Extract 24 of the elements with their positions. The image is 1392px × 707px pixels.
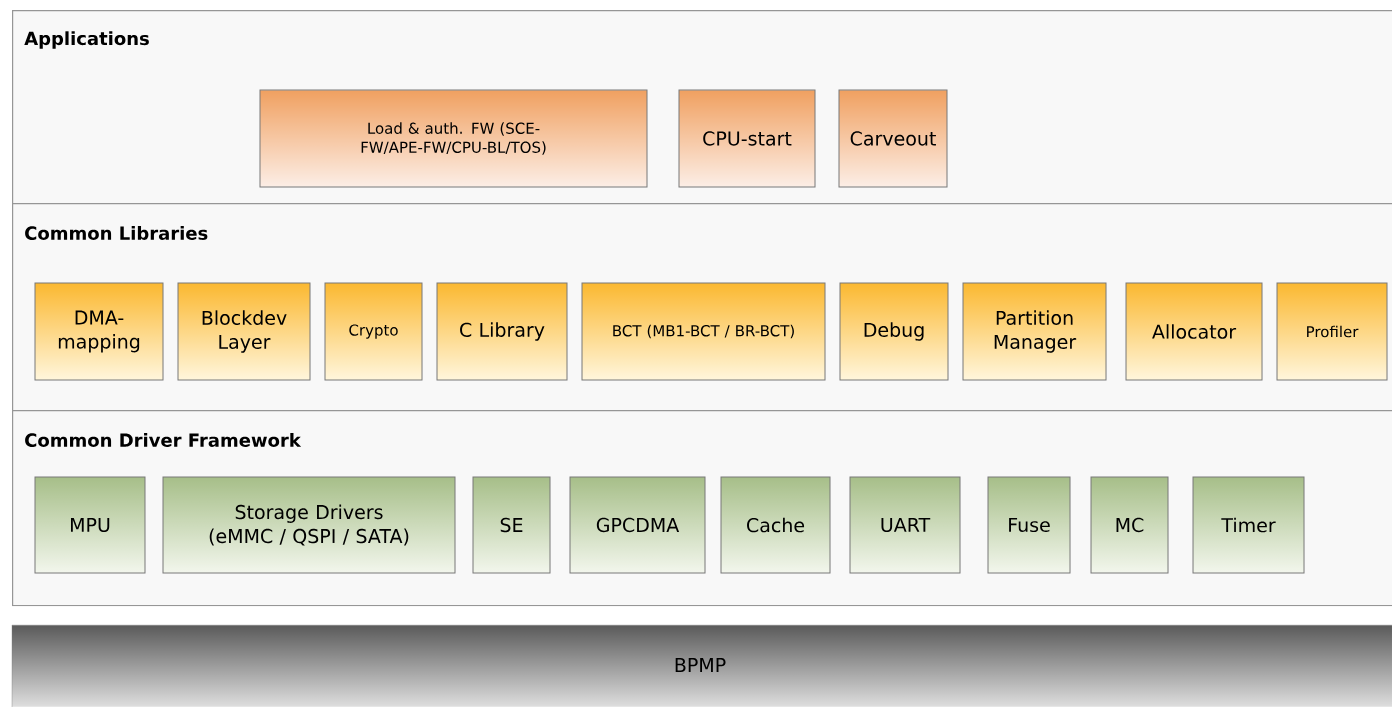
module-box: UART <box>849 476 961 574</box>
module-box: Load & auth. FW (SCE-FW/APE-FW/CPU-BL/TOS) <box>259 89 648 188</box>
module-box: Crypto <box>324 282 423 381</box>
module-box: MPU <box>34 476 146 574</box>
module-box: Cache <box>720 476 831 574</box>
module-box: Fuse <box>987 476 1071 574</box>
module-box: Profiler <box>1276 282 1388 381</box>
module-box: Carveout <box>838 89 948 188</box>
node-label: Common Libraries <box>25 226 208 240</box>
module-box: CPU-start <box>678 89 816 188</box>
module-box: C Library <box>436 282 568 381</box>
processor-bar: BPMP <box>11 624 1392 707</box>
module-box: GPCDMA <box>569 476 706 574</box>
module-box: SE <box>472 476 551 574</box>
module-box: Allocator <box>1125 282 1263 381</box>
node-label: Applications <box>24 31 149 49</box>
module-box: Debug <box>839 282 949 381</box>
module-box: Partition Manager <box>962 282 1107 381</box>
module-box: BCT (MB1-BCT / BR-BCT) <box>581 282 826 381</box>
module-box: Timer <box>1192 476 1305 574</box>
module-box: Storage Drivers (eMMC / QSPI / SATA) <box>162 476 456 574</box>
module-box: DMA-mapping <box>34 282 164 381</box>
module-box: MC <box>1090 476 1169 574</box>
module-box: Blockdev Layer <box>177 282 311 381</box>
